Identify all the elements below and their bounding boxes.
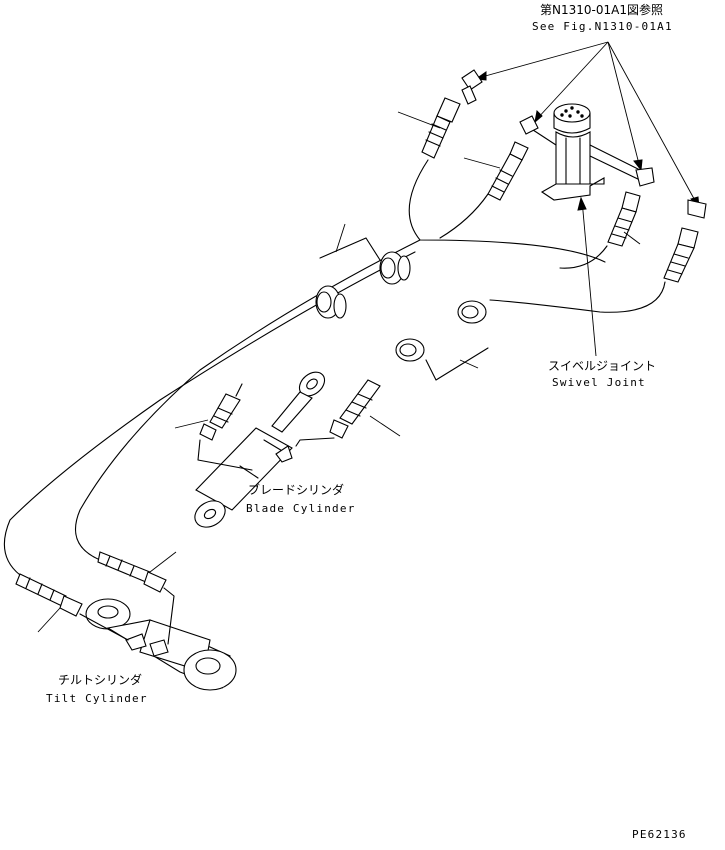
elbow-fitting-right-1 (621, 167, 655, 213)
grommet-upper (379, 251, 411, 285)
tilt-cylinder-label-jp: チルトシリンダ (58, 672, 142, 687)
hose-assembly-right-2 (663, 243, 695, 283)
elbow-fitting-top-center (509, 115, 539, 161)
grommet-middle (315, 285, 347, 319)
hose-assembly-top-2 (487, 153, 523, 201)
blade-cylinder-hose-1 (197, 383, 253, 471)
reference-label-jp: 第N1310-01A1図参照 (540, 2, 663, 17)
swivel-joint-label-en: Swivel Joint (552, 376, 646, 389)
grommet-lower-1 (457, 300, 487, 324)
elbow-fitting-right-2 (677, 199, 707, 249)
grommet-lower-2 (395, 338, 425, 362)
blade-cylinder-label-en: Blade Cylinder (246, 502, 356, 515)
reference-label-en: See Fig.N1310-01A1 (532, 20, 673, 33)
blade-cylinder-label-jp: ブレードシリンダ (248, 482, 344, 497)
hose-assembly-top-1 (421, 97, 461, 159)
drawing-number: PE62136 (632, 828, 687, 841)
reference-leader-lines (474, 41, 700, 210)
elbow-fitting-top-left (461, 69, 483, 105)
tilt-cylinder-hose-1 (97, 551, 177, 645)
tilt-cylinder (85, 598, 237, 691)
swivel-joint (529, 103, 641, 201)
part-leader-lines (397, 111, 641, 357)
bracket-lines (319, 223, 489, 381)
blade-cylinder-hose-2 (174, 379, 401, 447)
tilt-cylinder-hose-2 (15, 573, 129, 641)
hose-assembly-right-1 (607, 207, 637, 247)
tilt-cylinder-label-en: Tilt Cylinder (46, 692, 148, 705)
swivel-joint-label-jp: スイベルジョイント (548, 359, 656, 373)
